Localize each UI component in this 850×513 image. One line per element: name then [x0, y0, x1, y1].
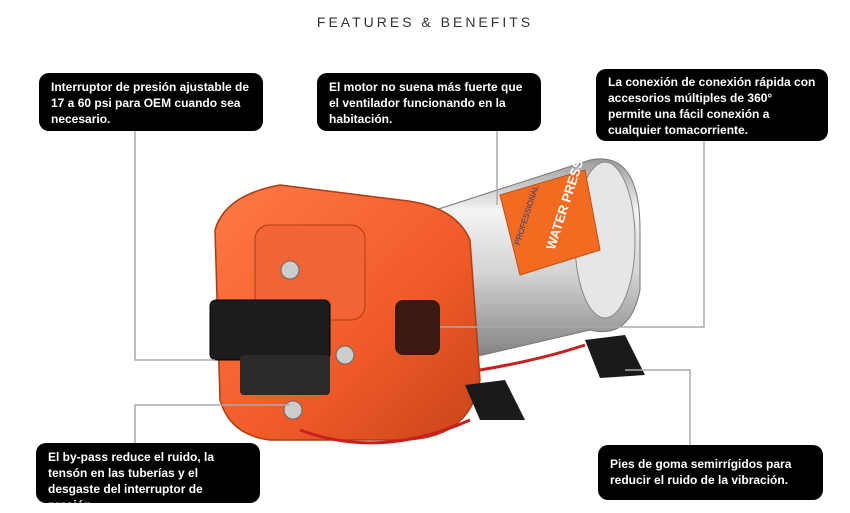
pressure-switch-base: [240, 355, 330, 395]
leader-lines: [134, 131, 705, 445]
callout-quick-connect: La conexión de conexión rápida con acces…: [596, 69, 828, 141]
callout-bypass: El by-pass reduce el ruido, la tensón en…: [36, 443, 260, 512]
rubber-foot-left: [465, 380, 525, 420]
page-title: FEATURES & BENEFITS: [316, 14, 534, 30]
callout-motor-noise: El motor no suena más fuerte que el vent…: [317, 73, 541, 131]
callout-rubber-feet: Pies de goma semirrígidos para reducir e…: [598, 445, 823, 500]
pressure-switch: [209, 299, 331, 361]
outlet-port: [395, 300, 440, 355]
rubber-foot-right: [585, 335, 645, 378]
callout-pressure-switch: Interruptor de presión ajustable de 17 a…: [39, 73, 263, 131]
